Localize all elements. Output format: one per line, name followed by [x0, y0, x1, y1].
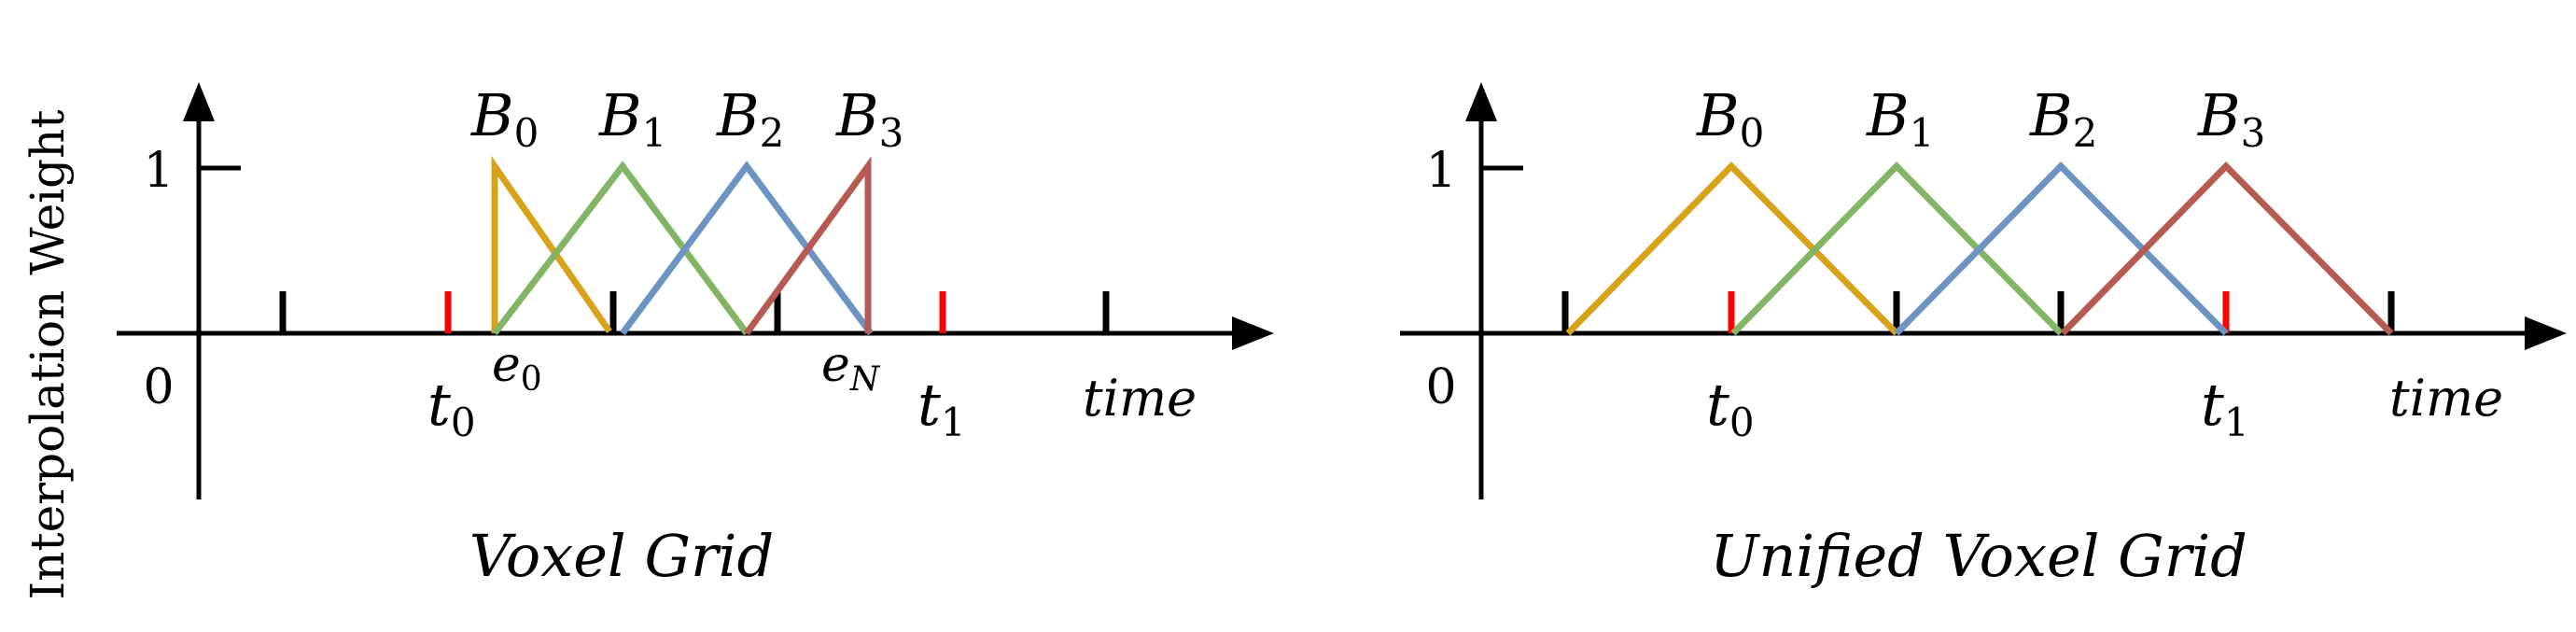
y-one-label: 1 [1425, 143, 1456, 199]
curve-b0 [491, 155, 612, 333]
x-axis-arrow-icon [2525, 316, 2567, 350]
y-axis-label: Interpolation Weight [21, 110, 75, 600]
curve-b3 [744, 156, 872, 336]
y-one-label: 1 [143, 143, 174, 199]
e0-label: e0 [492, 337, 542, 399]
bin-label-b1: B1 [598, 81, 666, 156]
curve-b1 [492, 161, 749, 336]
t1-label: t1 [917, 371, 966, 445]
bin-label-b3: B3 [835, 81, 903, 156]
bin-label-b3: B3 [2197, 81, 2265, 156]
panel-caption: Unified Voxel Grid [1710, 522, 2247, 590]
eN-label: eN [821, 337, 881, 399]
t0-label: t0 [427, 371, 476, 445]
x-axis-label: time [2389, 369, 2503, 428]
x-axis-arrow-icon [1232, 316, 1274, 350]
y-axis-arrow-icon [1465, 82, 1497, 121]
bin-label-b1: B1 [1866, 81, 1934, 156]
origin-label: 0 [143, 359, 174, 415]
t0-label: t0 [1706, 371, 1755, 445]
panel-unified-voxel-grid: 0 1 B0 B1 B2 B3 t0 t1 time Unified Voxel… [1400, 81, 2567, 590]
panel-caption: Voxel Grid [469, 522, 774, 590]
bin-label-b2: B2 [716, 81, 784, 156]
curve-b2 [1894, 162, 2229, 336]
bin-label-b2: B2 [2029, 81, 2097, 156]
curve-b3 [2060, 162, 2394, 336]
bin-label-b0: B0 [1696, 81, 1764, 156]
curve-b0 [1565, 162, 1899, 336]
panel-voxel-grid: 0 1 B0 B1 B2 B3 t0 e0 eN t1 time Voxel G… [117, 81, 1274, 590]
curve-b2 [620, 161, 874, 336]
y-axis-arrow-icon [183, 82, 215, 121]
t1-label: t1 [2201, 371, 2249, 445]
origin-label: 0 [1425, 359, 1456, 415]
curve-b1 [1730, 162, 2064, 336]
bin-label-b0: B0 [470, 81, 539, 156]
x-axis-label: time [1083, 369, 1197, 428]
